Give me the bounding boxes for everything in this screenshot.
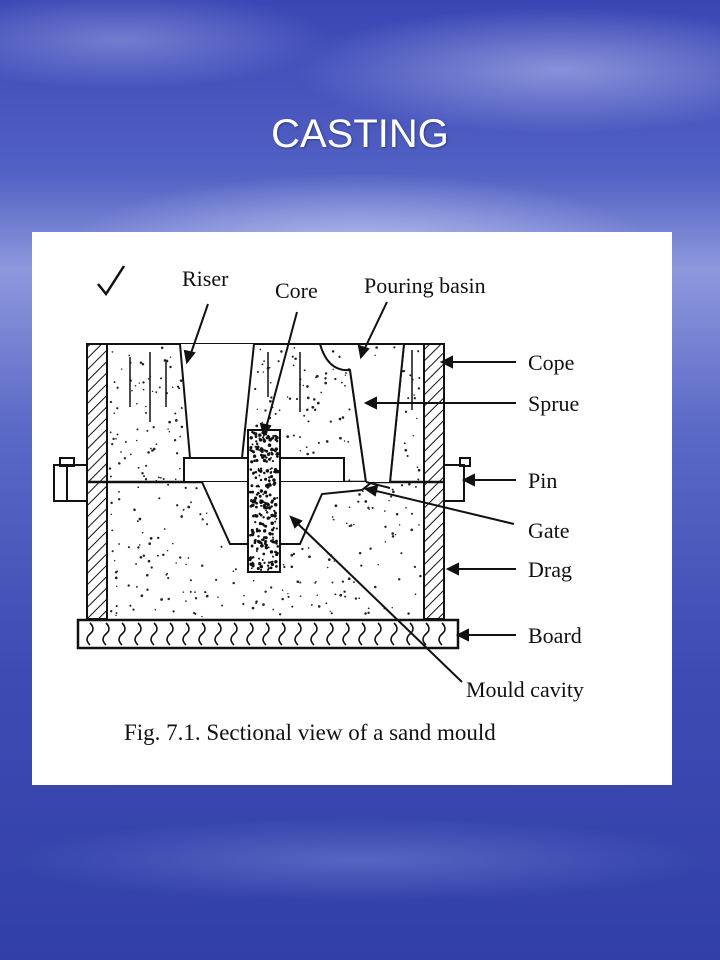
figure-panel: Riser Core Pouring basin Cope Sprue Pin …: [32, 232, 672, 785]
label-gate: Gate: [528, 518, 570, 543]
leader-lines: [183, 301, 516, 683]
mould-cavity-lower: [201, 481, 373, 545]
riser: [179, 343, 255, 459]
pin-right: [443, 457, 471, 502]
label-riser: Riser: [182, 266, 229, 291]
figure-caption: Fig. 7.1. Sectional view of a sand mould: [124, 720, 496, 745]
label-sprue: Sprue: [528, 391, 579, 416]
board-grain: [86, 622, 446, 646]
label-pouring-basin: Pouring basin: [364, 273, 486, 298]
check-mark-icon: [97, 265, 126, 297]
label-pin: Pin: [528, 468, 557, 493]
sand-mould-diagram: Riser Core Pouring basin Cope Sprue Pin …: [53, 265, 584, 745]
slide-title: CASTING: [271, 112, 449, 156]
label-board: Board: [528, 623, 582, 648]
label-cope: Cope: [528, 350, 574, 375]
label-drag: Drag: [528, 557, 572, 582]
vent-marks: [129, 350, 413, 422]
label-mould-cavity: Mould cavity: [466, 677, 584, 702]
label-core: Core: [275, 278, 318, 303]
pin-left: [53, 457, 88, 502]
